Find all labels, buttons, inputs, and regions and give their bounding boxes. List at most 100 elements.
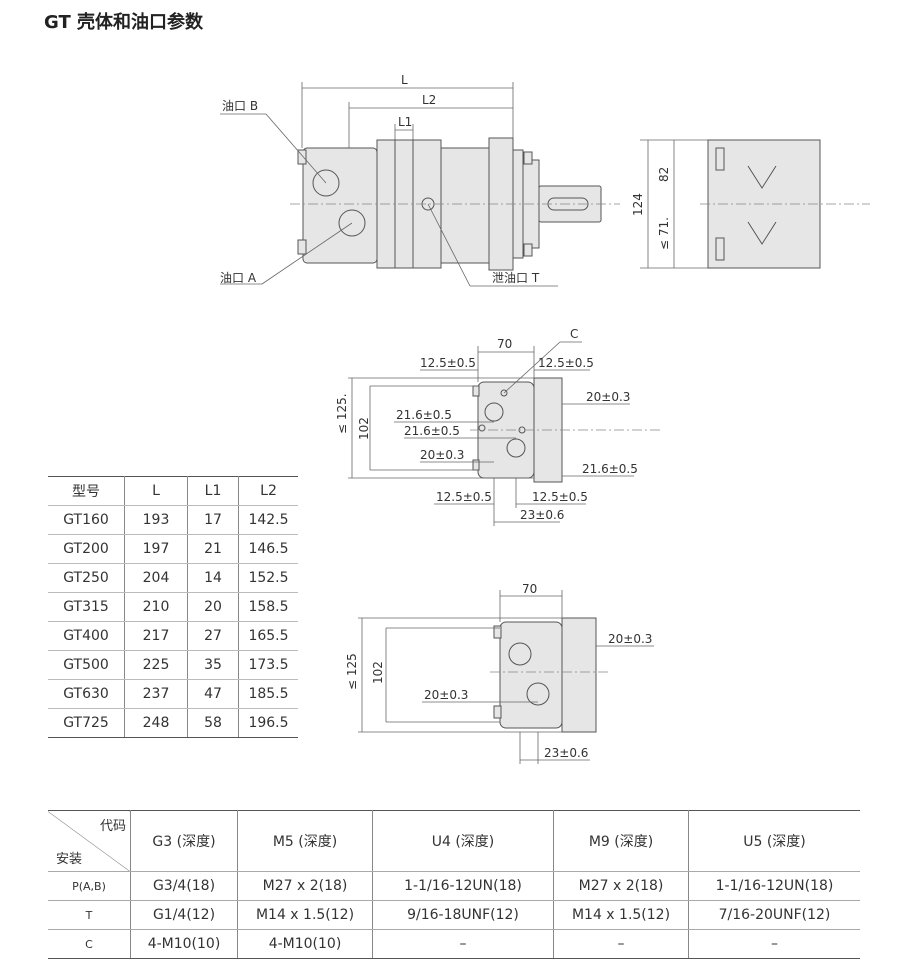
port-side: [561, 617, 597, 733]
cell-L1: 14: [187, 563, 239, 593]
header-L1: L1: [187, 476, 239, 506]
cell-L2: 142.5: [238, 505, 298, 535]
cell-L: 217: [124, 621, 188, 651]
cell-model: GT200: [48, 534, 125, 564]
port-b-label: 油口 B: [222, 99, 258, 113]
header-model: 型号: [48, 476, 125, 506]
table-header-row: 代码 安装 G3 (深度) M5 (深度) U4 (深度) M9 (深度) U5…: [48, 810, 860, 872]
bolt-icon: [715, 237, 725, 261]
thread-hole: [500, 389, 508, 397]
header-g3: G3 (深度): [130, 810, 238, 872]
table-cell: M27 x 2(18): [553, 871, 689, 901]
cell-L2: 173.5: [238, 650, 298, 680]
bolt-icon: [493, 625, 502, 639]
dim-12-5: 12.5±0.5: [538, 356, 594, 370]
page-title: GT 壳体和油口参数: [44, 12, 204, 33]
dim-12-5: 12.5±0.5: [420, 356, 476, 370]
dim-70: 70: [522, 582, 537, 596]
table-cell: 7/16-20UNF(12): [688, 900, 860, 930]
table-cell: 4-M10(10): [237, 929, 373, 959]
table-cell: M27 x 2(18): [237, 871, 373, 901]
corner-code-label: 代码: [99, 819, 126, 834]
port-c-label: C: [570, 327, 578, 341]
row-label: T: [48, 900, 131, 930]
dim-23-6: 23±0.6: [544, 746, 588, 760]
table-cell: M14 x 1.5(12): [553, 900, 689, 930]
end-cover: [302, 147, 378, 264]
table-cell: 1-1/16-12UN(18): [372, 871, 554, 901]
port-circle: [506, 438, 526, 458]
corner-install-label: 安装: [56, 852, 83, 867]
table-cell: 9/16-18UNF(12): [372, 900, 554, 930]
cell-L1: 20: [187, 592, 239, 622]
table-corner-cell: 代码 安装: [48, 810, 131, 872]
header-m5: M5 (深度): [237, 810, 373, 872]
table-cell: 1-1/16-12UN(18): [688, 871, 860, 901]
cell-L1: 27: [187, 621, 239, 651]
dim-L2: L2: [422, 93, 436, 107]
table-cell: –: [553, 929, 689, 959]
port-circle: [484, 402, 504, 422]
cell-L2: 152.5: [238, 563, 298, 593]
cell-L: 210: [124, 592, 188, 622]
port-a-label: 油口 A: [220, 271, 257, 285]
cell-L2: 165.5: [238, 621, 298, 651]
cell-L1: 21: [187, 534, 239, 564]
dim-82: 82: [657, 167, 671, 182]
cell-model: GT250: [48, 563, 125, 593]
dim-102: 102: [357, 417, 371, 440]
bolt-icon: [493, 705, 502, 719]
cell-model: GT500: [48, 650, 125, 680]
port-circle: [526, 682, 550, 706]
dim-21-6: 21.6±0.5: [396, 408, 452, 422]
end-view-drawing: 124 82 ≤ 71.: [631, 139, 870, 269]
header-m9: M9 (深度): [553, 810, 689, 872]
header-L: L: [124, 476, 188, 506]
cell-L2: 196.5: [238, 708, 298, 738]
port-b-circle: [312, 169, 340, 197]
cell-L: 225: [124, 650, 188, 680]
row-label: C: [48, 929, 131, 959]
table-row: C 4-M10(10) 4-M10(10) – – –: [48, 929, 860, 959]
cell-model: GT725: [48, 708, 125, 738]
dim-12-5: 12.5±0.5: [532, 490, 588, 504]
cell-model: GT315: [48, 592, 125, 622]
dim-20-3: 20±0.3: [420, 448, 464, 462]
dim-21-6: 21.6±0.5: [582, 462, 638, 476]
dim-20-3: 20±0.3: [586, 390, 630, 404]
cell-model: GT400: [48, 621, 125, 651]
thread-hole: [478, 424, 486, 432]
port-table: 代码 安装 G3 (深度) M5 (深度) U4 (深度) M9 (深度) U5…: [48, 810, 860, 959]
bolt-icon: [715, 147, 725, 171]
table-cell: –: [372, 929, 554, 959]
cell-L: 204: [124, 563, 188, 593]
cell-L: 197: [124, 534, 188, 564]
housing: [440, 147, 490, 264]
dim-125: ≤ 125: [345, 653, 359, 690]
cell-L1: 58: [187, 708, 239, 738]
cell-L2: 185.5: [238, 679, 298, 709]
port-face: [499, 621, 563, 729]
cell-model: GT630: [48, 679, 125, 709]
port-a-circle: [338, 209, 366, 237]
bolt-icon: [472, 459, 480, 471]
cell-L1: 47: [187, 679, 239, 709]
table-cell: M14 x 1.5(12): [237, 900, 373, 930]
table-row: T G1/4(12) M14 x 1.5(12) 9/16-18UNF(12) …: [48, 900, 860, 930]
port-view-2-drawing: 70 20±0.3 20±0.3 23±0.6 ≤ 125 102: [345, 582, 654, 764]
table-header-row: 型号 L L1 L2: [48, 476, 298, 506]
bolt-icon: [297, 149, 307, 165]
row-label: P(A,B): [48, 871, 131, 901]
dim-71: ≤ 71.: [657, 217, 671, 250]
dim-20-3: 20±0.3: [608, 632, 652, 646]
dim-124: 124: [631, 193, 645, 216]
dim-125: ≤ 125.: [335, 393, 349, 434]
table-cell: –: [688, 929, 860, 959]
bolt-icon: [523, 151, 533, 165]
